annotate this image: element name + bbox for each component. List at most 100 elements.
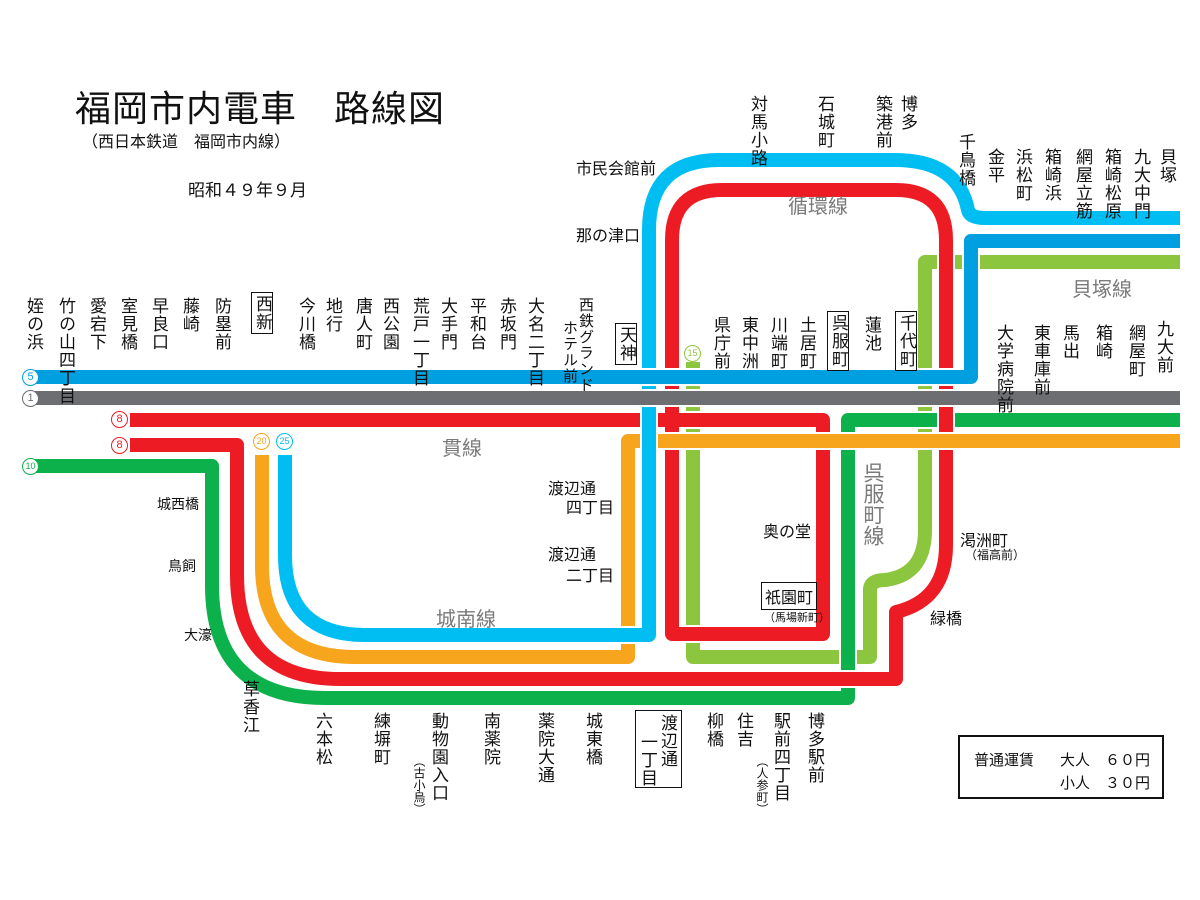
station-label: 防塁前 xyxy=(211,297,231,351)
station-label: 大名二丁目 xyxy=(524,297,544,387)
station-label: 渇洲町 xyxy=(960,531,1009,550)
station-label: 県庁前 xyxy=(710,316,730,370)
station-label: 唐人町 xyxy=(352,297,372,351)
station-label: 地行 xyxy=(322,297,342,333)
route-badge-8: 8 xyxy=(111,411,128,428)
line-name-jonan: 城南線 xyxy=(436,607,496,631)
station-label: 緑橋 xyxy=(930,609,963,628)
station-label-major: 千代町 xyxy=(895,311,917,371)
station-label: 西鉄グランド xyxy=(577,297,595,393)
station-label: 博多 xyxy=(897,95,917,131)
station-label: 対馬小路 xyxy=(747,95,767,167)
station-label: 住吉 xyxy=(733,712,753,748)
station-label: 今川橋 xyxy=(295,297,315,351)
station-label: 一丁目 xyxy=(637,733,657,787)
station-label: 鳥飼 xyxy=(168,559,196,575)
station-label: 箱崎浜 xyxy=(1041,148,1061,202)
station-label: 金平 xyxy=(984,148,1004,184)
station-label: 貝塚 xyxy=(1156,148,1176,184)
station-label: 草香江 xyxy=(239,680,259,734)
fare-child: 小人 ３０円 xyxy=(1060,774,1151,792)
station-label: 網屋町 xyxy=(1125,324,1145,378)
route-line-15 xyxy=(686,255,1180,664)
station-label: 那の津口 xyxy=(576,226,641,245)
station-sublabel: （福高前） xyxy=(965,548,1026,562)
station-label: 奥の堂 xyxy=(763,522,812,541)
station-label-major: 祇園町 xyxy=(761,582,818,610)
route-badge-20: 20 xyxy=(253,433,270,450)
station-label: 東中洲 xyxy=(738,316,758,370)
station-label: 蓮池 xyxy=(861,316,881,352)
route-line-20-outline xyxy=(253,432,1180,666)
station-label: 渡辺通 xyxy=(548,545,597,564)
station-sublabel: （人参町） xyxy=(755,755,769,815)
fare-box: 普通運賃 大人 ６０円 小人 ３０円 xyxy=(958,735,1164,799)
station-label: 南薬院 xyxy=(480,712,500,766)
line-name-kaizuka: 貝塚線 xyxy=(1072,277,1132,301)
route-line-20 xyxy=(255,434,1180,664)
station-label: 城西橋 xyxy=(157,497,199,513)
station-label: 大濠 xyxy=(184,628,212,644)
station-label: 薬院大通 xyxy=(534,712,554,784)
station-label: 九大前 xyxy=(1153,320,1173,374)
station-label: 渡辺通 xyxy=(548,479,597,498)
station-label: 早良口 xyxy=(148,297,168,351)
page-title: 福岡市内電車 路線図 xyxy=(75,89,446,130)
station-label: 動物園入口 xyxy=(428,712,448,802)
station-label: 石城町 xyxy=(814,95,834,149)
station-label: 練塀町 xyxy=(370,712,390,766)
route-badge-5: 5 xyxy=(22,369,39,386)
fare-adult: 大人 ６０円 xyxy=(1060,751,1151,769)
route-line-10 xyxy=(35,413,1180,705)
route-badge-1: 1 xyxy=(22,390,39,407)
route-line-5 xyxy=(35,234,1180,384)
station-label-major-box: 渡辺通 一丁目 xyxy=(635,710,682,788)
station-sublabel: （古小烏） xyxy=(412,755,426,815)
station-label: 藤崎 xyxy=(179,297,199,333)
route-badge-10: 10 xyxy=(22,458,39,475)
station-label: 西公園 xyxy=(379,297,399,351)
station-label: 箱崎 xyxy=(1092,324,1112,360)
station-label: 柳橋 xyxy=(703,712,723,748)
line-name-junkan: 循環線 xyxy=(788,194,848,218)
station-label: 大手門 xyxy=(437,297,457,351)
station-label: 網屋立筋 xyxy=(1072,148,1092,220)
station-label: 姪の浜 xyxy=(23,297,43,351)
line-name-kan: 貫線 xyxy=(442,436,482,460)
route-badge-25: 25 xyxy=(276,433,293,450)
station-label: ホテル前 xyxy=(561,320,579,384)
station-label: 築港前 xyxy=(872,95,892,149)
station-label: 博多駅前 xyxy=(804,712,824,784)
station-label: 平和台 xyxy=(466,297,486,351)
station-label: 土居町 xyxy=(796,316,816,370)
station-label-major: 西新 xyxy=(251,292,273,334)
station-label: 馬出 xyxy=(1059,324,1079,360)
station-label: 城東橋 xyxy=(582,712,602,766)
date: 昭和４９年９月 xyxy=(188,181,307,201)
route-line-8-south xyxy=(130,183,953,686)
station-label: 渡辺通 xyxy=(657,714,677,768)
station-label: 二丁目 xyxy=(566,566,615,585)
station-label: 愛宕下 xyxy=(86,297,106,351)
subtitle: （西日本鉄道 福岡市内線） xyxy=(82,132,291,151)
station-label: 箱崎松原 xyxy=(1101,148,1121,220)
station-label: 千鳥橋 xyxy=(955,133,975,187)
station-label-major: 呉服町 xyxy=(827,311,849,371)
station-sublabel: （馬場新町） xyxy=(764,611,830,624)
station-label: 赤坂門 xyxy=(496,297,516,351)
station-label: 竹の山四丁目 xyxy=(55,297,75,405)
route-line-25 xyxy=(278,153,1180,642)
station-label: 六本松 xyxy=(312,712,332,766)
station-label: 浜松町 xyxy=(1012,148,1032,202)
station-label: 川端町 xyxy=(767,316,787,370)
fare-label: 普通運賃 xyxy=(974,751,1035,769)
route-badge-15: 15 xyxy=(684,345,701,362)
station-label: 東車庫前 xyxy=(1030,324,1050,396)
station-label: 大学病院前 xyxy=(993,324,1013,414)
line-name-gofukumachi: 呉服町線 xyxy=(861,462,885,546)
station-label: 市民会館前 xyxy=(576,159,657,178)
station-label: 駅前四丁目 xyxy=(770,712,790,802)
station-label: 九大中門 xyxy=(1130,148,1150,220)
route-badge-8: 8 xyxy=(111,437,128,454)
